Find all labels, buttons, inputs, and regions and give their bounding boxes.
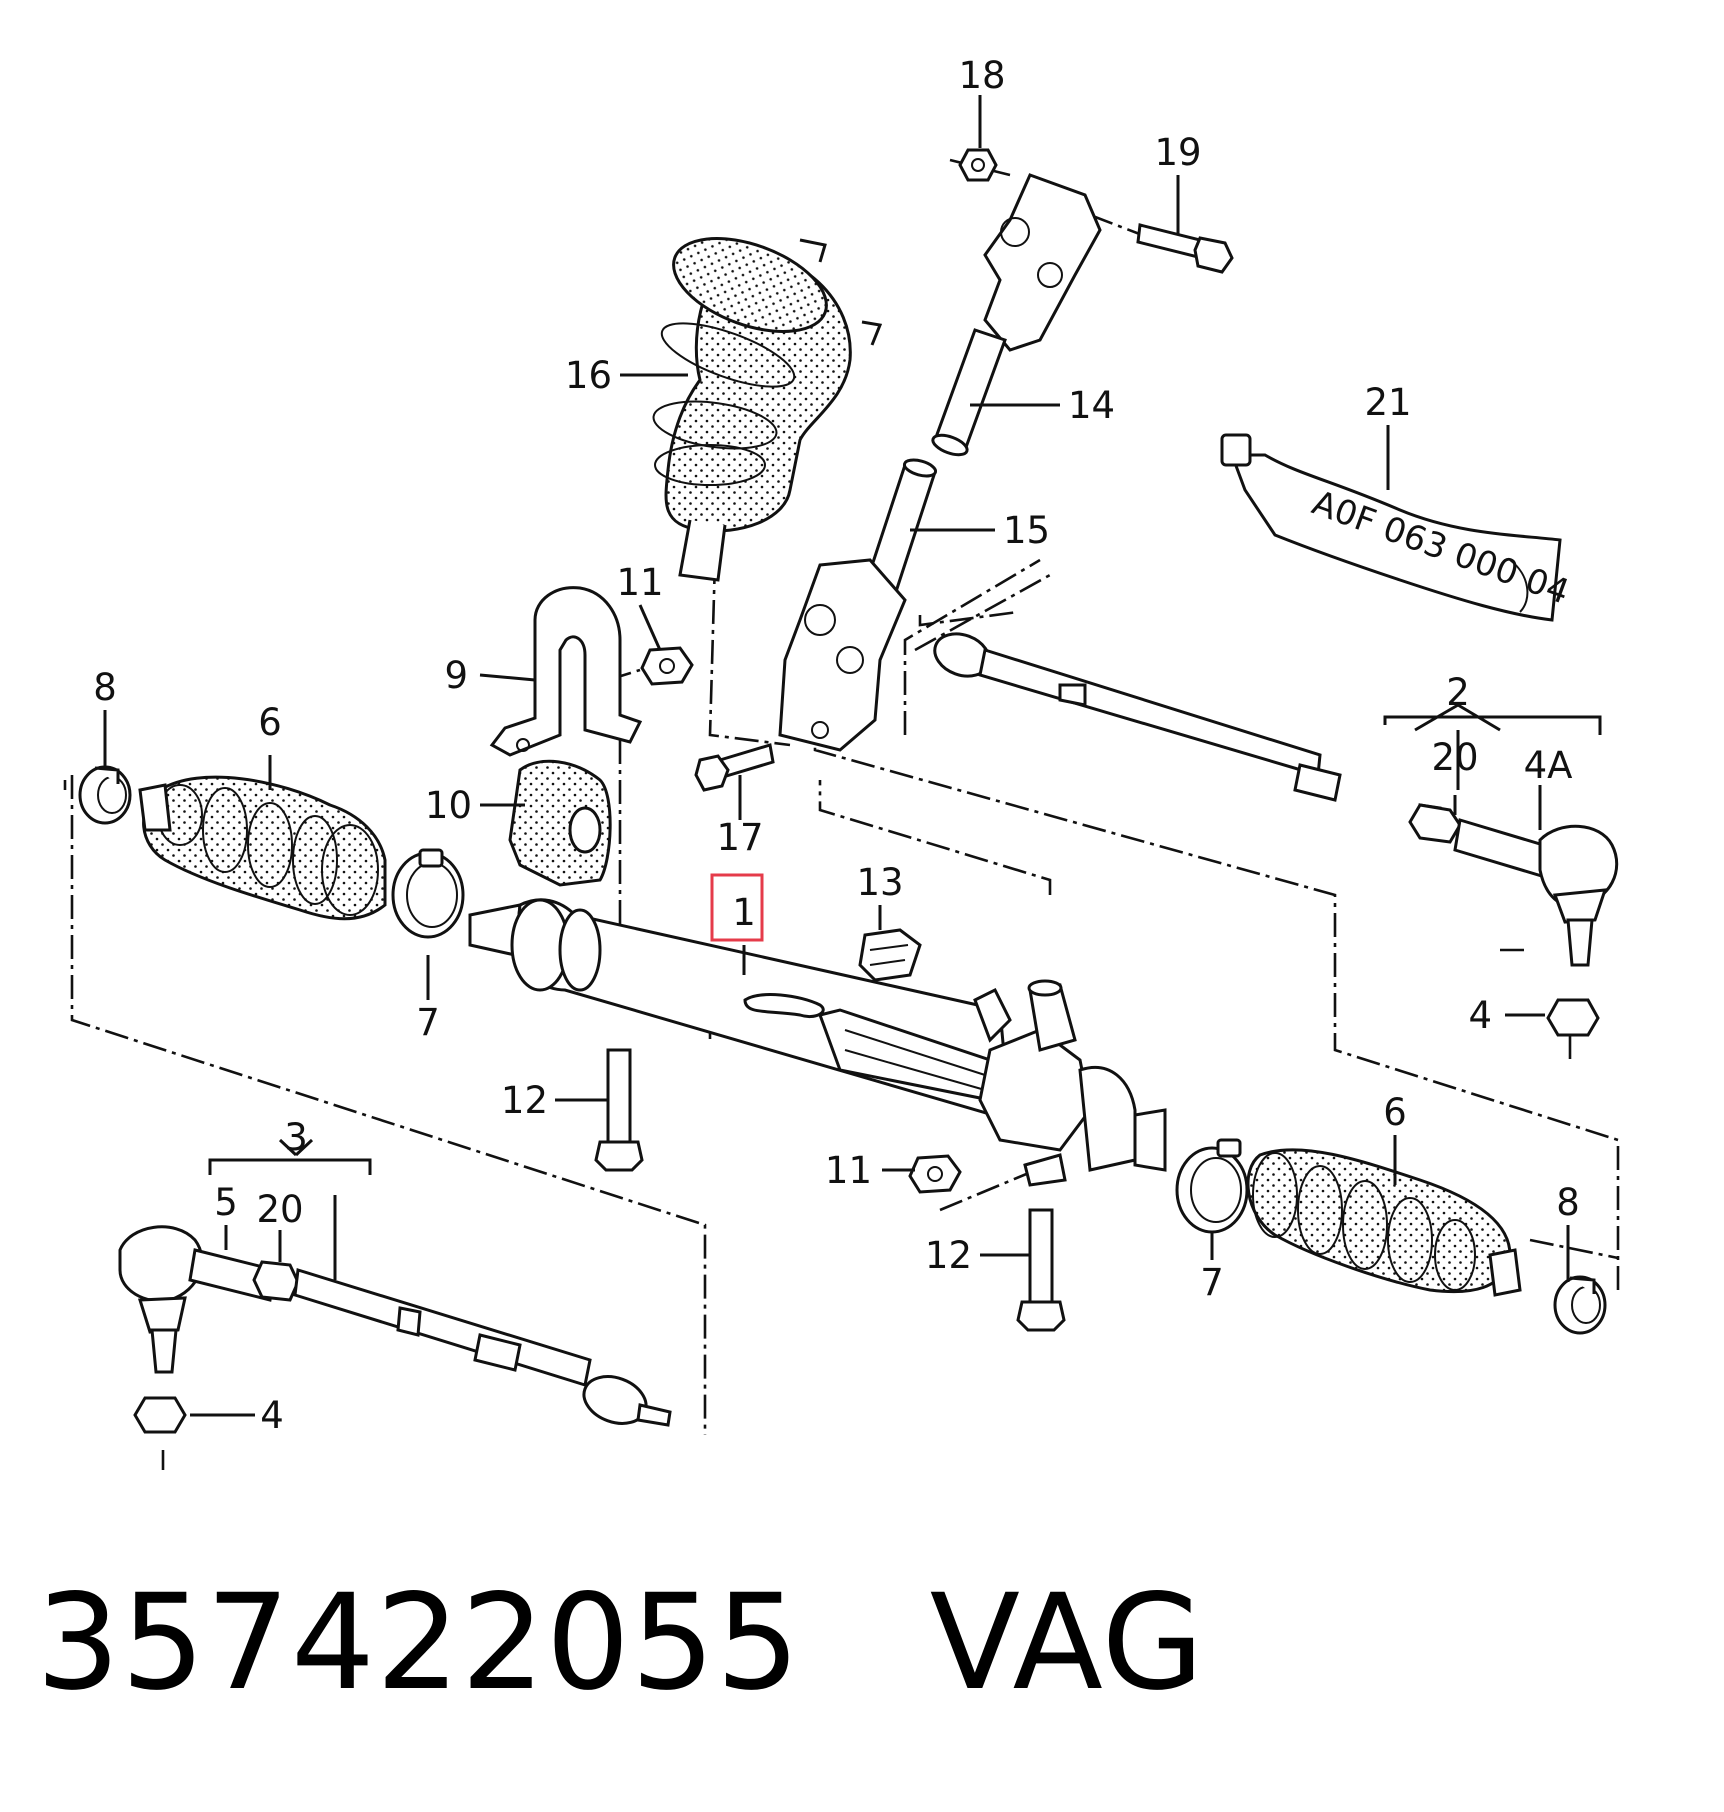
label-12-left: 12: [501, 1079, 548, 1122]
right-bellows-part-6: [1246, 1148, 1522, 1297]
label-8-left: 8: [93, 666, 117, 709]
bolt-part-12-left: [594, 1048, 644, 1172]
brand-name: VAG: [929, 1566, 1205, 1720]
bolt-part-12-right: [1016, 1208, 1066, 1332]
nut-part-4-left: [133, 1396, 187, 1434]
label-5: 5: [214, 1181, 238, 1224]
label-20-left: 20: [256, 1188, 303, 1231]
rubber-mount-part-10: [508, 759, 612, 887]
nut-part-18: [958, 148, 998, 182]
grease-tube-part-21: A0F 063 000 04: [1220, 433, 1574, 622]
clip-part-13: [858, 928, 922, 982]
label-12-right: 12: [925, 1234, 972, 1277]
label-13: 13: [856, 861, 903, 904]
label-6-right: 6: [1383, 1091, 1407, 1134]
right-clip-part-8: [1553, 1275, 1607, 1335]
label-19: 19: [1154, 131, 1201, 174]
clamp-bracket-part-9: [489, 586, 643, 757]
left-clip-part-8: [78, 765, 132, 825]
label-4-right: 4: [1468, 994, 1492, 1037]
label-9: 9: [444, 654, 468, 697]
label-3: 3: [284, 1116, 308, 1159]
right-clamp-part-7: [1175, 1138, 1249, 1234]
label-7-left: 7: [416, 1001, 440, 1044]
lower-shaft-part-15: [778, 458, 938, 752]
rack-housing-part-1: [468, 873, 1167, 1187]
label-11-bottom: 11: [825, 1149, 872, 1192]
right-tie-rod-part-2: [933, 632, 1619, 967]
label-15: 15: [1003, 509, 1050, 552]
label-2: 2: [1446, 671, 1470, 714]
bolt-part-17: [694, 743, 775, 792]
label-4-left: 4: [260, 1394, 284, 1437]
left-tie-rod-part-3: [118, 1225, 672, 1427]
dust-boot-part-16: [652, 237, 883, 582]
bolt-part-19: [1136, 223, 1234, 274]
label-20-right: 20: [1431, 736, 1478, 779]
label-14: 14: [1068, 384, 1115, 427]
part-labels: 1 2 3 4 4 4A 5 6 6 7 7 8 8 9 10 11 11 12…: [93, 54, 1580, 1437]
label-11-top: 11: [616, 561, 663, 604]
label-1: 1: [732, 891, 756, 934]
group-bracket-part-3: [208, 1158, 372, 1175]
leader-lines: [103, 95, 1570, 1417]
label-16: 16: [565, 354, 612, 397]
part-number: 357422055: [36, 1566, 801, 1720]
nut-part-4-right: [1546, 998, 1600, 1037]
label-10: 10: [425, 784, 472, 827]
label-7-right: 7: [1200, 1261, 1224, 1304]
highlight-box-part-1: [710, 873, 764, 942]
group-bracket-part-2: [1383, 715, 1602, 735]
upper-shaft-part-14: [931, 173, 1102, 457]
left-bellows-part-6: [138, 775, 387, 921]
label-4a: 4A: [1524, 744, 1573, 787]
nut-part-11-top: [640, 646, 694, 686]
left-clamp-part-7: [391, 848, 465, 939]
label-18: 18: [958, 54, 1005, 97]
caption-gap: [801, 1566, 930, 1720]
label-17: 17: [716, 816, 763, 859]
label-21: 21: [1364, 381, 1411, 424]
label-8-right: 8: [1556, 1181, 1580, 1224]
part-number-caption: 357422055 VAG: [36, 1568, 1205, 1718]
label-6-left: 6: [258, 701, 282, 744]
nut-part-11-bottom: [908, 1154, 962, 1194]
